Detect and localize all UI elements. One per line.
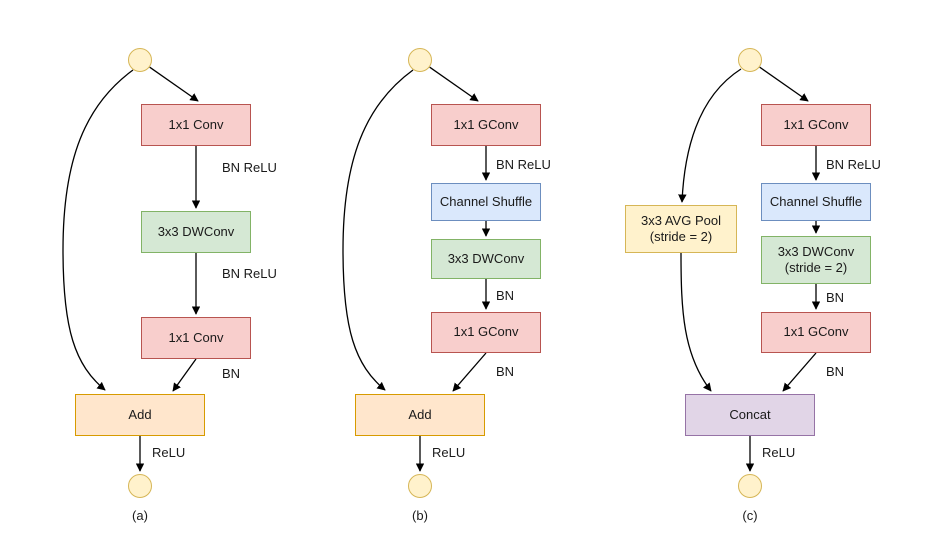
edge-skip-b: [342, 69, 414, 391]
node-label: 3x3 DWConv (stride = 2): [777, 243, 855, 275]
edge-label-bn: BN: [222, 366, 241, 381]
node-label: 3x3 AVG Pool (stride = 2): [641, 212, 721, 244]
node-gconv-bottom-c: 1x1 GConv: [761, 312, 871, 353]
node-concat-c: Concat: [685, 394, 815, 436]
output-node-b: [408, 474, 432, 498]
edge-label-relu: ReLU: [762, 445, 796, 460]
node-label: 1x1 Conv: [168, 116, 224, 132]
node-label: 1x1 GConv: [453, 324, 519, 340]
edge-input-to-conv-a: [149, 66, 199, 102]
node-conv-top-a: 1x1 Conv: [141, 104, 251, 146]
node-gconv-bottom-b: 1x1 GConv: [431, 312, 541, 353]
panel-caption-a: (a): [132, 508, 148, 523]
edge-label-bn: BN: [496, 288, 515, 303]
node-label: Add: [128, 406, 152, 422]
edge-label-bn: BN: [826, 364, 845, 379]
node-label: 3x3 DWConv: [447, 250, 525, 266]
node-dwconv-b: 3x3 DWConv: [431, 239, 541, 279]
node-label: Channel Shuffle: [439, 193, 533, 209]
edge-label-bn-relu: BN ReLU: [222, 266, 277, 281]
node-gconv-top-c: 1x1 GConv: [761, 104, 871, 146]
node-label: Add: [408, 406, 432, 422]
node-dwconv-c: 3x3 DWConv (stride = 2): [761, 236, 871, 284]
node-channel-shuffle-c: Channel Shuffle: [761, 183, 871, 221]
node-add-a: Add: [75, 394, 205, 436]
panel-caption-b: (b): [412, 508, 428, 523]
edge-label-bn: BN: [826, 290, 845, 305]
edge-pool-concat-c: [680, 252, 712, 392]
node-label: 1x1 Conv: [168, 329, 224, 345]
edge-input-to-conv-c: [759, 66, 809, 102]
edge-label-bn-relu: BN ReLU: [496, 157, 551, 172]
node-label: 1x1 GConv: [783, 324, 849, 340]
input-node-b: [408, 48, 432, 72]
edge-conv-add-a: [172, 358, 197, 392]
node-gconv-top-b: 1x1 GConv: [431, 104, 541, 146]
node-conv-bottom-a: 1x1 Conv: [141, 317, 251, 359]
edge-label-bn-relu: BN ReLU: [826, 157, 881, 172]
input-node-c: [738, 48, 762, 72]
node-label: 3x3 DWConv: [157, 223, 235, 239]
panel-caption-c: (c): [742, 508, 758, 523]
output-node-c: [738, 474, 762, 498]
node-label: 1x1 GConv: [453, 116, 519, 132]
edge-label-relu: ReLU: [432, 445, 466, 460]
edge-label-bn-relu: BN ReLU: [222, 160, 277, 175]
input-node-a: [128, 48, 152, 72]
node-channel-shuffle-b: Channel Shuffle: [431, 183, 541, 221]
edge-input-to-conv-b: [429, 66, 479, 102]
node-label: Concat: [729, 406, 771, 422]
edge-skip-a: [62, 69, 134, 391]
node-avg-pool-c: 3x3 AVG Pool (stride = 2): [625, 205, 737, 253]
node-label: Channel Shuffle: [769, 193, 863, 209]
edge-conv-add-b: [452, 352, 487, 392]
edge-conv-concat-c: [782, 352, 817, 392]
node-dwconv-a: 3x3 DWConv: [141, 211, 251, 253]
node-add-b: Add: [355, 394, 485, 436]
edge-label-relu: ReLU: [152, 445, 186, 460]
edge-input-to-pool-c: [678, 68, 742, 203]
node-label: 1x1 GConv: [783, 116, 849, 132]
edge-label-bn: BN: [496, 364, 515, 379]
output-node-a: [128, 474, 152, 498]
